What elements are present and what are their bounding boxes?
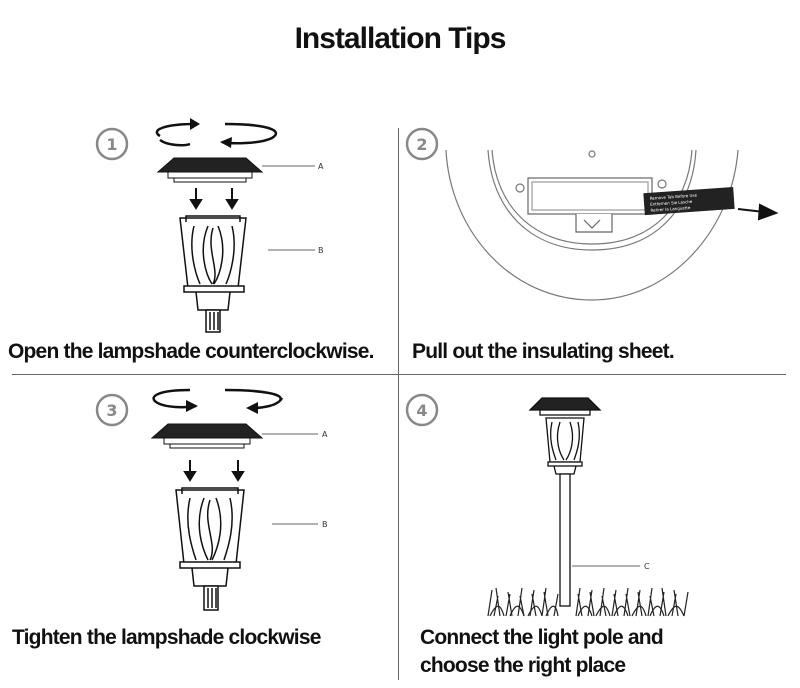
- grass-icon: [487, 587, 689, 617]
- assembled-lamp-icon: [528, 397, 602, 607]
- step-2-caption: Pull out the insulating sheet.: [412, 340, 675, 363]
- step-2-illustration: 2 Remove Tab Before Use Entfernen Sie La…: [405, 127, 779, 301]
- lampshade-cap-icon: [156, 157, 264, 183]
- lamp-body-icon: [175, 487, 245, 611]
- step-4-number-badge: 4: [405, 393, 439, 427]
- step-2-number: 2: [416, 135, 427, 154]
- down-arrows-icon: [189, 188, 239, 210]
- step-4-caption-line-1: Connect the light pole and: [420, 626, 664, 649]
- page-title: Installation Tips: [294, 22, 507, 55]
- step-3-caption: Tighten the lampshade clockwise: [12, 626, 321, 649]
- label-b: B: [322, 520, 328, 529]
- insulating-sheet: Remove Tab Before Use Entfernen Sie Lasc…: [643, 186, 735, 216]
- step-1-caption: Open the lampshade counterclockwise.: [8, 340, 374, 363]
- svg-text:Entfernen Sie Lasche: Entfernen Sie Lasche: [650, 199, 693, 207]
- step-1-number-badge: 1: [95, 127, 129, 161]
- label-a: A: [322, 430, 328, 439]
- svg-text:Remove Tab Before Use: Remove Tab Before Use: [650, 192, 698, 200]
- label-a: A: [318, 162, 324, 171]
- label-c: C: [644, 562, 650, 571]
- svg-text:Retirer la Languette: Retirer la Languette: [650, 205, 691, 213]
- step-4-number: 4: [416, 401, 427, 420]
- label-b: B: [318, 246, 324, 255]
- step-4-caption-line-2: choose the right place: [420, 654, 626, 677]
- step-3-illustration: 3 A B: [95, 388, 328, 611]
- down-arrows-icon: [183, 460, 245, 482]
- lamp-body-icon: [179, 215, 247, 333]
- step-1-number: 1: [106, 135, 117, 154]
- step-1-illustration: 1 A B: [95, 118, 324, 333]
- lampshade-cap-icon: [150, 423, 264, 449]
- step-3-number-badge: 3: [95, 393, 129, 427]
- step-3-number: 3: [106, 401, 117, 420]
- lamp-underside-icon: [445, 149, 739, 301]
- step-2-number-badge: 2: [405, 127, 439, 161]
- counterclockwise-arrows-icon: [155, 118, 278, 148]
- vertical-divider: [398, 128, 399, 680]
- clockwise-arrows-icon: [152, 388, 284, 414]
- step-4-illustration: 4 C: [405, 393, 689, 617]
- step-4-caption: Connect the light pole and choose the ri…: [420, 624, 664, 680]
- pull-arrow-icon: [737, 203, 779, 221]
- horizontal-divider: [12, 374, 786, 375]
